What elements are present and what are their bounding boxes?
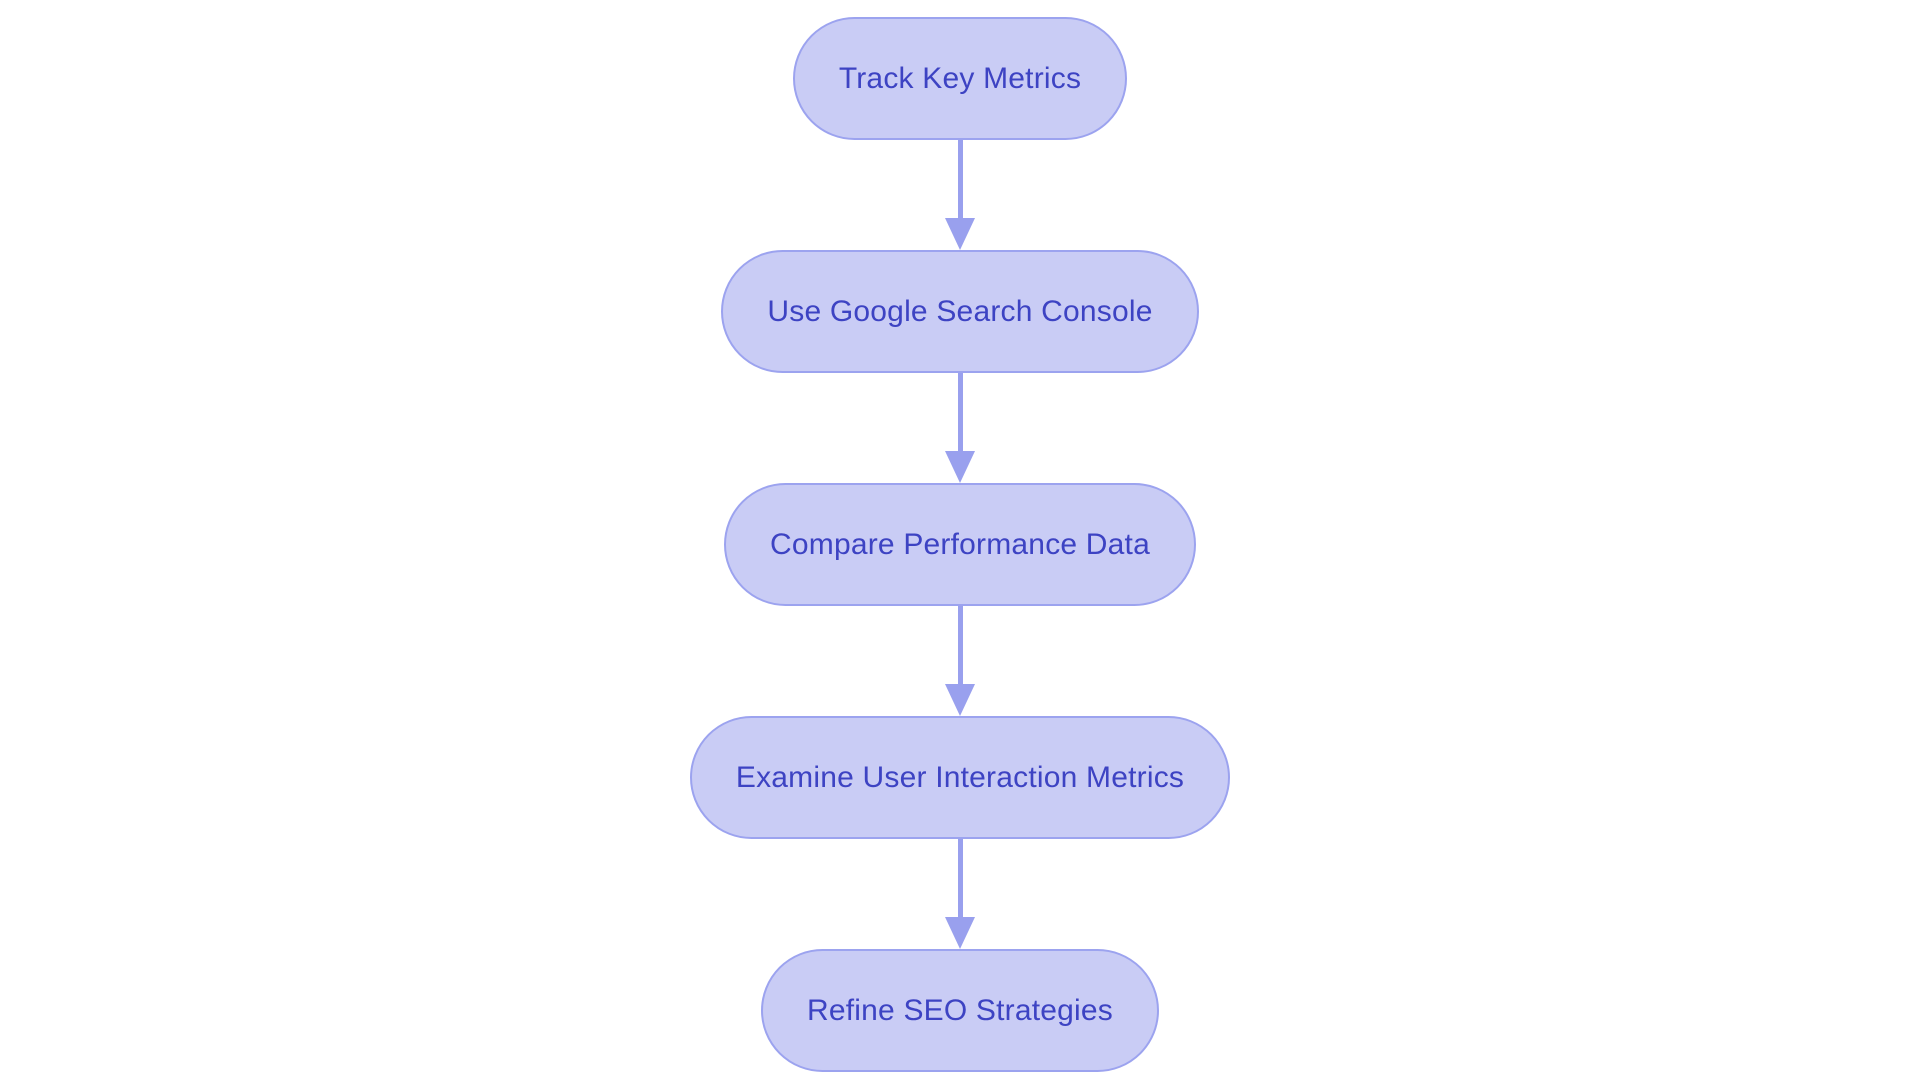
connector-line (957, 140, 963, 218)
flowchart-node-examine-user-interaction-metrics: Examine User Interaction Metrics (689, 716, 1231, 839)
flowchart-node-compare-performance-data: Compare Performance Data (724, 483, 1196, 606)
flow-connector (945, 140, 975, 250)
connector-line (957, 606, 963, 684)
node-label: Track Key Metrics (838, 61, 1082, 95)
flow-connector (945, 839, 975, 949)
connector-line (957, 839, 963, 917)
node-label: Compare Performance Data (770, 527, 1150, 561)
arrowhead-down-icon (945, 218, 975, 250)
node-label: Use Google Search Console (767, 294, 1153, 328)
node-label: Examine User Interaction Metrics (735, 760, 1185, 794)
node-label: Refine SEO Strategies (806, 993, 1114, 1027)
flow-connector (945, 373, 975, 483)
arrowhead-down-icon (945, 451, 975, 483)
flowchart-node-use-google-search-console: Use Google Search Console (721, 250, 1199, 373)
flowchart-node-track-key-metrics: Track Key Metrics (792, 17, 1128, 140)
arrowhead-down-icon (945, 917, 975, 949)
flowchart-node-refine-seo-strategies: Refine SEO Strategies (760, 949, 1160, 1072)
flow-connector (945, 606, 975, 716)
arrowhead-down-icon (945, 684, 975, 716)
connector-line (957, 373, 963, 451)
